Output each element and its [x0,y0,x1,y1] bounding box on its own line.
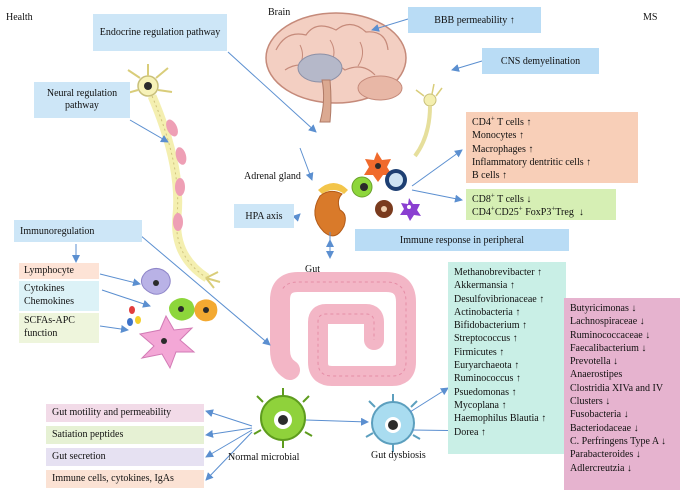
adrenal-gland-illustration [314,183,348,237]
microbe-up-item: Methanobrevibacter ↑ [454,267,543,278]
neural-pathway-box: Neural regulation pathway [34,82,130,118]
immune-up-item: Inflammatory dentritic cells ↑ [472,156,592,168]
immunoregulation-box: Immunoregulation [14,220,142,242]
scfas-apc-box: SCFAs-APC function [19,313,99,343]
microbe-up-item: Psuedomonas ↑ [454,386,517,398]
microbe-down-item: Butyricimonas ↓ [570,303,637,314]
microbe-up-item: Firmicutes ↑ [454,346,505,358]
microbe-down-item: C. Perfringens Type A ↓ [570,435,667,447]
gut-secretion-box: Gut secretion [46,448,204,466]
immune-up-item: CD4+ T cells ↑ [472,114,532,128]
health-label: Health [6,12,33,23]
immune-cells-illustration [351,152,421,221]
microbe-up-item: Bifidobacterium ↑ [454,320,528,332]
intestine-illustration [270,272,416,386]
immune-peripheral-box: Immune response in peripheral [355,229,569,251]
neuron-illustration [123,64,221,289]
adrenal-gland-label: Adrenal gland [244,171,301,182]
immune-cells-cytokines-box: Immune cells, cytokines, IgAs [46,470,204,488]
microbe-down-item: Anaerostipes [570,369,623,381]
microbe-down-item: Adlercreutzia ↓ [570,462,632,474]
microbe-up-item: Streptococcus ↑ [454,333,518,345]
gut-label: Gut [305,264,320,275]
immune-down-item: CD4+CD25+ FoxP3+Treg ↓ [472,204,584,219]
microbe-up-item: Ruminococcus ↑ [454,373,521,385]
immune-up-item: Monocytes ↑ [472,130,524,142]
normal-microbe-illustration [253,388,313,448]
cns-demyelination-box: CNS demyelination [482,48,599,74]
microbe-up-item: Dorea ↑ [454,426,486,438]
microbe-down-item: Clostridia XIVa and IV [570,382,664,394]
microbe-up-item: Haemophilus Blautia ↑ [454,413,547,425]
ms-label: MS [643,12,658,23]
immune-up-list: CD4+ T cells ↑ Monocytes ↑ Macrophages ↑… [466,112,638,183]
lymphocyte-box: Lymphocyte [19,263,99,279]
left-immune-cells-illustration [127,268,218,370]
microbe-down-item: Faecalibacterium ↓ [570,342,647,354]
microbe-down-item: Clusters ↓ [570,396,611,408]
microbe-up-item: Euryarchaeota ↑ [454,360,520,372]
brain-illustration [265,12,407,123]
immune-down-item: CD8+ T cells ↓ [472,191,532,205]
dysbiosis-microbe-illustration [365,394,421,452]
cns-neuron-illustration [413,83,443,158]
gut-motility-box: Gut motility and permeability [46,404,204,422]
immune-up-item: B cells ↑ [472,170,507,182]
normal-microbial-label: Normal microbial [228,452,300,463]
microbe-down-item: Fusobacteria ↓ [570,409,629,421]
microbes-down-list: Butyricimonas ↓ Lachnospiraceae ↓ Rumino… [564,298,680,490]
microbe-up-item: Akkermansia ↑ [454,280,515,292]
brain-label: Brain [268,7,291,18]
microbe-down-item: Ruminococcaceae ↓ [570,329,651,341]
microbe-down-item: Prevotella ↓ [570,356,619,368]
microbe-down-item: Bacteriodaceae ↓ [570,422,639,434]
microbe-up-item: Desulfovibrionaceae ↑ [454,293,545,305]
microbe-down-item: Parabacteroides ↓ [570,449,641,461]
microbe-down-item: Lachnospiraceae ↓ [570,316,645,328]
immune-down-list: CD8+ T cells ↓ CD4+CD25+ FoxP3+Treg ↓ [466,189,616,220]
gut-dysbiosis-label: Gut dysbiosis [371,450,426,461]
endocrine-pathway-box: Endocrine regulation pathway [93,14,227,51]
microbe-up-item: Mycoplana ↑ [454,399,507,411]
microbe-up-item: Actinobacteria ↑ [454,306,521,318]
bbb-permeability-box: BBB permeability ↑ [408,7,541,33]
satiation-peptides-box: Satiation peptides [46,426,204,444]
immune-up-item: Macrophages ↑ [472,143,534,155]
microbes-up-list: Methanobrevibacter ↑ Akkermansia ↑ Desul… [448,262,566,454]
cytokines-chemokines-box: Cytokines Chemokines [19,281,99,311]
hpa-axis-box: HPA axis [234,204,294,228]
